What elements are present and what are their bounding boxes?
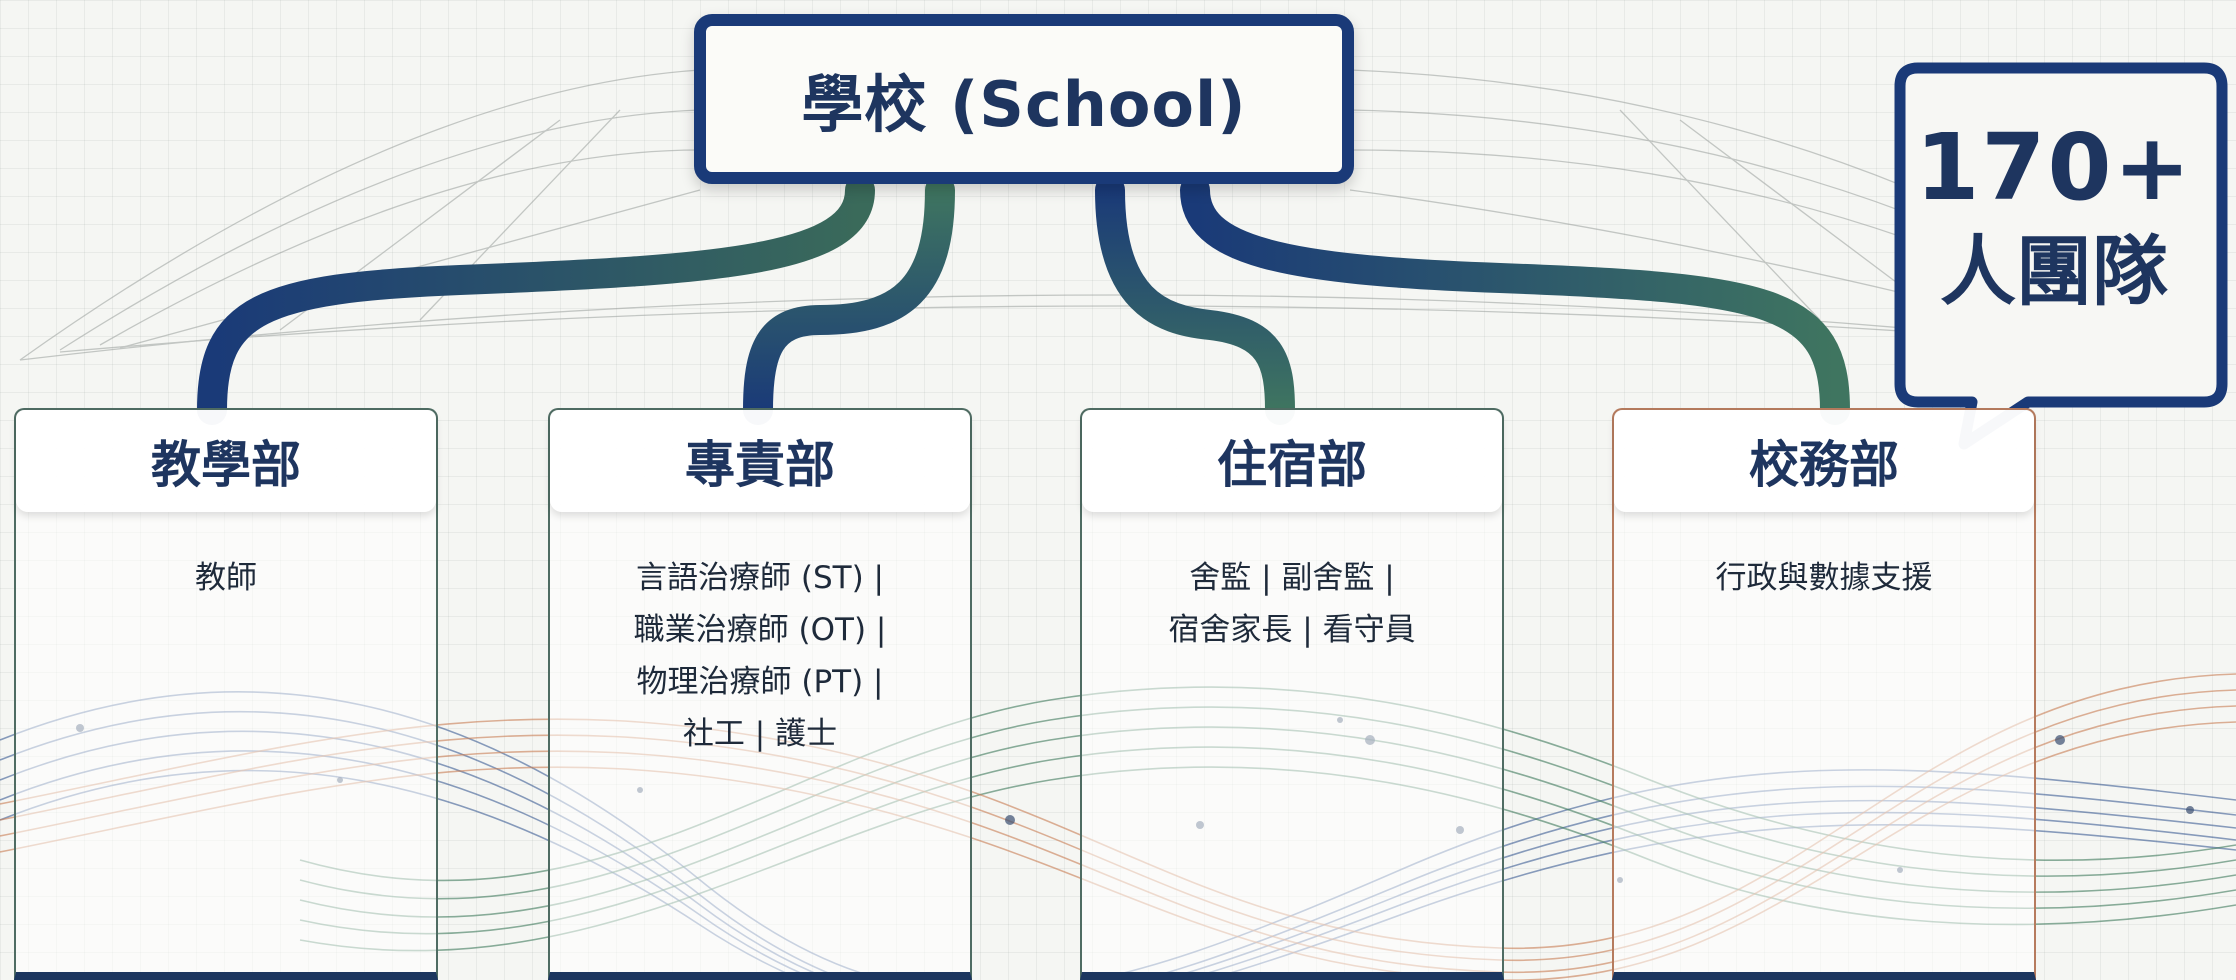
connector-lines	[197, 175, 1850, 425]
role-line: 行政與數據支援	[1715, 560, 1933, 596]
dept-card-teaching: 教學部 教師	[14, 408, 438, 980]
role-line: 職業治療師 (OT) |	[633, 612, 887, 648]
dept-roles: 舍監 | 副舍監 | 宿舍家長 | 看守員	[1082, 512, 1502, 656]
role-line: 物理治療師 (PT) |	[636, 664, 884, 700]
team-size-number: 170+	[1915, 114, 2193, 221]
dept-title: 住宿部	[1217, 436, 1367, 494]
dept-title: 專責部	[685, 436, 835, 494]
connector-teaching	[197, 175, 875, 425]
dept-header: 住宿部	[1082, 410, 1502, 512]
role-line: 教師	[195, 560, 257, 596]
team-size-callout: 170+ 人團隊	[1904, 118, 2204, 320]
dept-card-specialist: 專責部 言語治療師 (ST) | 職業治療師 (OT) | 物理治療師 (PT)…	[548, 408, 972, 980]
dept-roles: 行政與數據支援	[1614, 512, 2034, 604]
dept-header: 專責部	[550, 410, 970, 512]
dept-card-admin: 校務部 行政與數據支援	[1612, 408, 2036, 980]
root-node-label: 學校 (School)	[801, 68, 1247, 141]
role-line: 舍監 | 副舍監 |	[1189, 560, 1395, 596]
dept-header: 校務部	[1614, 410, 2034, 512]
dept-title: 教學部	[151, 436, 301, 494]
team-size-label: 人團隊	[1940, 227, 2168, 316]
dept-roles: 教師	[16, 512, 436, 604]
dept-header: 教學部	[16, 410, 436, 512]
role-line: 社工 | 護士	[682, 716, 838, 752]
root-node-school: 學校 (School)	[694, 14, 1354, 184]
dept-title: 校務部	[1749, 436, 1899, 494]
connector-admin	[1180, 175, 1850, 425]
role-line: 言語治療師 (ST) |	[636, 560, 884, 596]
role-line: 宿舍家長 | 看守員	[1168, 612, 1416, 648]
connector-boarding	[1095, 175, 1295, 425]
dept-roles: 言語治療師 (ST) | 職業治療師 (OT) | 物理治療師 (PT) | 社…	[550, 512, 970, 760]
dept-card-boarding: 住宿部 舍監 | 副舍監 | 宿舍家長 | 看守員	[1080, 408, 1504, 980]
connector-specialist	[743, 175, 955, 425]
